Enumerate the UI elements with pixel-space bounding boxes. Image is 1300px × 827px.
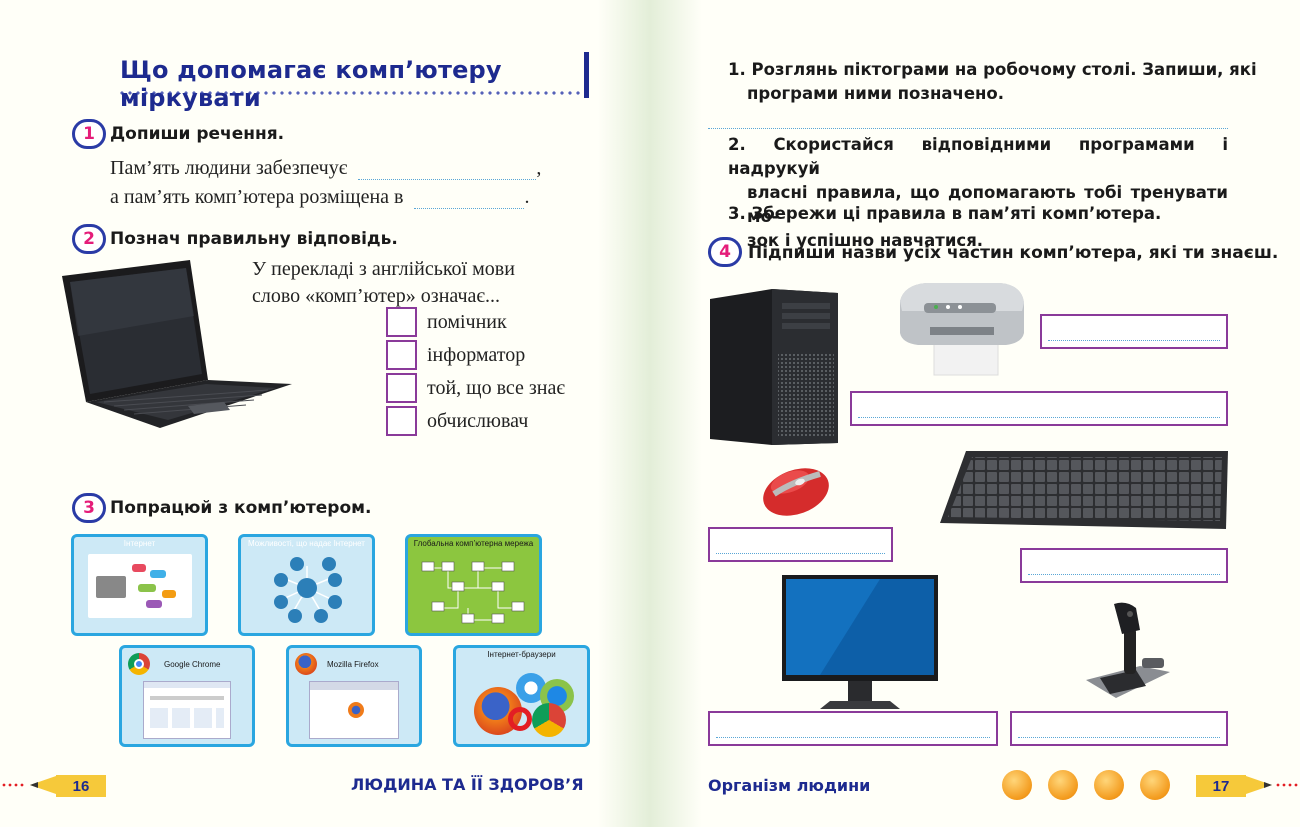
thumb-screenshot — [143, 681, 231, 739]
monitor-image — [782, 575, 938, 709]
joystick-image — [1086, 602, 1170, 698]
task4-title: Підпиши назви усіх частин комп’ютера, як… — [748, 243, 1279, 263]
smiley-neutral-icon[interactable] — [1094, 770, 1124, 800]
task1-line1: Пам’ять людини забезпечує , — [110, 157, 541, 180]
chrome-icon — [128, 653, 150, 675]
pencil-icon — [2, 776, 56, 794]
thumb-caption: Google Chrome — [164, 659, 221, 669]
task3-title: Попрацюй з комп’ютером. — [110, 498, 372, 518]
task1-line2-end: . — [524, 186, 530, 208]
browser-logos — [456, 659, 587, 741]
thumb-internet[interactable]: Інтернет — [71, 534, 208, 636]
thumb-global-network[interactable]: Глобальна комп’ютерна мережа — [405, 534, 542, 636]
option-label-1: помічник — [427, 311, 507, 333]
thumb-caption: Можливості, що надає Інтернет — [248, 539, 365, 548]
thumb-screenshot — [309, 681, 399, 739]
option-checkbox-2[interactable] — [386, 340, 417, 370]
option-checkbox-4[interactable] — [386, 406, 417, 436]
task2-prompt-line2: слово «комп’ютер» означає... — [252, 285, 500, 307]
label-box-keyboard[interactable] — [1020, 548, 1228, 583]
thumb-illustration — [87, 554, 192, 618]
smiley-sad-icon[interactable] — [1140, 770, 1170, 800]
system-unit-image — [710, 289, 838, 445]
thumb-mozilla-firefox[interactable]: Mozilla Firefox — [286, 645, 422, 747]
pencil-icon — [1246, 776, 1298, 794]
label-box-monitor[interactable] — [708, 711, 998, 746]
instruction-1: 1. Розглянь піктограми на робочому столі… — [728, 58, 1257, 106]
label-box-system-unit[interactable] — [850, 391, 1228, 426]
thumb-illustration — [421, 561, 525, 624]
firefox-icon — [295, 653, 317, 675]
option-label-3: той, що все знає — [427, 377, 565, 399]
task1-line2: а пам’ять комп’ютера розміщена в . — [110, 186, 529, 209]
thumb-caption: Глобальна комп’ютерна мережа — [413, 539, 534, 548]
label-box-printer[interactable] — [1040, 314, 1228, 349]
answer-line[interactable] — [708, 128, 1228, 129]
task1-blank1[interactable] — [358, 179, 537, 180]
instruction-2-line2: власні правила, що допомагають тобі трен… — [747, 183, 1228, 226]
section-title: ЛЮДИНА ТА ЇЇ ЗДОРОВ’Я — [351, 775, 584, 794]
thumb-header: Google Chrome — [122, 648, 252, 675]
mouse-image — [763, 468, 829, 516]
title-underline — [118, 90, 584, 96]
task1-blank2[interactable] — [414, 208, 525, 209]
task2-prompt-line1: У перекладі з англійської мови — [252, 258, 515, 280]
instruction-2-line1: 2. Скористайся відповідними програмами і… — [728, 135, 1228, 178]
keyboard-image — [940, 451, 1228, 529]
thumb-caption: Інтернет — [123, 539, 156, 548]
section-title: Організм людини — [708, 776, 871, 795]
instruction-1-line2: програми ними позначено. — [747, 84, 1005, 103]
chrome-icon — [532, 703, 566, 737]
instruction-1-line1: 1. Розглянь піктограми на робочому столі… — [728, 60, 1257, 79]
task1-title: Допиши речення. — [110, 124, 285, 144]
left-page: Що допомагає комп’ютеру міркувати 1 Допи… — [0, 0, 650, 827]
title-bar — [584, 52, 589, 98]
label-box-joystick[interactable] — [1010, 711, 1228, 746]
task-number-4: 4 — [708, 237, 742, 267]
thumb-header: Mozilla Firefox — [289, 648, 419, 675]
page-number: 16 — [56, 775, 106, 797]
smiley-happy-icon[interactable] — [1048, 770, 1078, 800]
task2-title: Познач правильну відповідь. — [110, 229, 398, 249]
smiley-laughing-icon[interactable] — [1002, 770, 1032, 800]
page-title: Що допомагає комп’ютеру міркувати — [120, 56, 502, 112]
thumb-caption: Інтернет-браузери — [487, 650, 556, 659]
task1-line1-text: Пам’ять людини забезпечує — [110, 157, 348, 179]
page-number: 17 — [1196, 775, 1246, 797]
option-checkbox-3[interactable] — [386, 373, 417, 403]
instruction-3: 3. Збережи ці правила в пам’яті комп’юте… — [728, 204, 1162, 223]
instruction-2: 2. Скористайся відповідними програмами і… — [728, 133, 1228, 253]
label-box-mouse[interactable] — [708, 527, 893, 562]
thumb-internet-features[interactable]: Можливості, що надає Інтернет — [238, 534, 375, 636]
option-label-2: інформатор — [427, 344, 526, 366]
thumb-caption: Mozilla Firefox — [327, 659, 379, 669]
task1-line1-end: , — [536, 157, 542, 179]
right-page: 1. Розглянь піктограми на робочому столі… — [650, 0, 1300, 827]
laptop-image — [62, 260, 292, 428]
task-number-1: 1 — [72, 119, 106, 149]
opera-icon — [508, 707, 532, 731]
option-checkbox-1[interactable] — [386, 307, 417, 337]
task-number-2: 2 — [72, 224, 106, 254]
task1-line2-text: а пам’ять комп’ютера розміщена в — [110, 186, 404, 208]
thumb-illustration — [274, 557, 342, 623]
printer-image — [900, 283, 1024, 376]
instruction-2-line3: зок і успішно навчатися. — [747, 231, 984, 250]
thumb-browsers[interactable]: Інтернет-браузери — [453, 645, 590, 747]
task-number-3: 3 — [72, 493, 106, 523]
option-label-4: обчислювач — [427, 410, 529, 432]
thumb-google-chrome[interactable]: Google Chrome — [119, 645, 255, 747]
